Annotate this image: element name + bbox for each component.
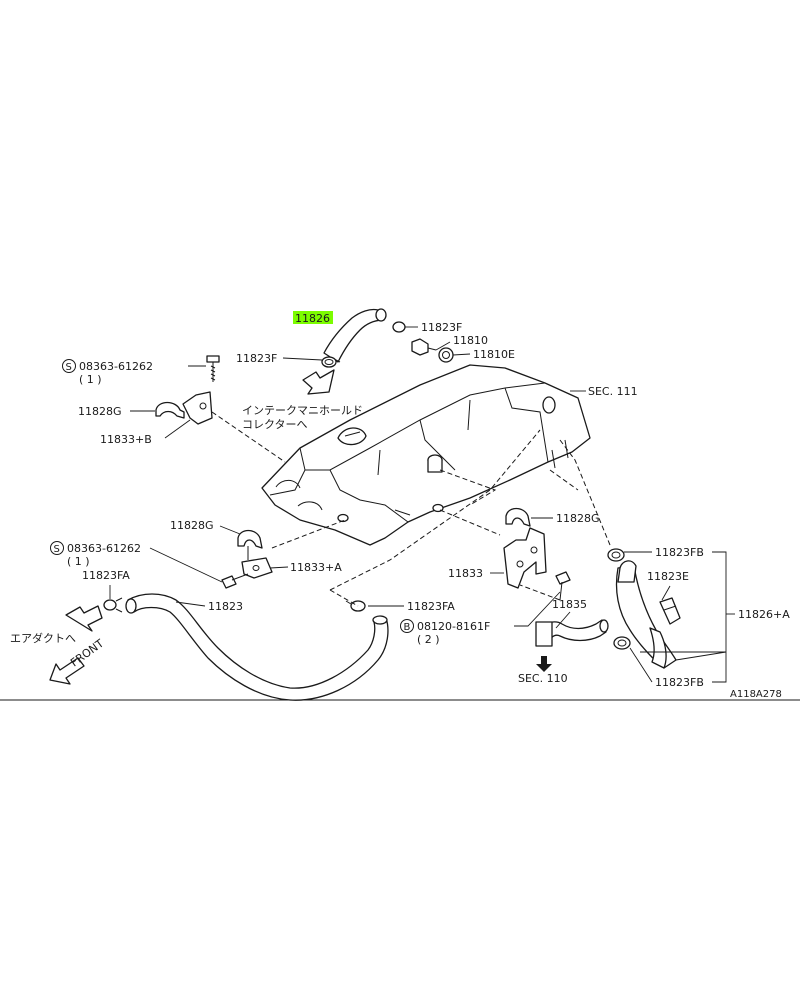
label-11823FB-bottom[interactable]: 11823FB — [655, 676, 704, 689]
label-11835[interactable]: 11835 — [552, 598, 587, 611]
clamp-11823FA-left — [103, 597, 123, 613]
bolt-symbol-s-mid — [50, 541, 64, 555]
clamp-11823FB-top — [607, 548, 625, 562]
label-11823F-top[interactable]: 11823F — [421, 321, 462, 334]
label-11823FA-mid[interactable]: 11823FA — [407, 600, 455, 613]
bolt-symbol-s-top — [62, 359, 76, 373]
label-sec110[interactable]: SEC. 110 — [518, 672, 568, 685]
clamp-11828G-right — [505, 507, 531, 527]
label-11810E[interactable]: 11810E — [473, 348, 515, 361]
clamp-11823F-top — [392, 321, 406, 333]
label-11823[interactable]: 11823 — [208, 600, 243, 613]
label-air-duct: エアダクトへ — [10, 631, 76, 645]
hose-11823E — [659, 597, 681, 625]
label-11826A[interactable]: 11826+A — [738, 608, 790, 621]
label-11823FB-top[interactable]: 11823FB — [655, 546, 704, 559]
arrow-air-duct — [65, 605, 103, 632]
leader-lines — [109, 326, 735, 683]
label-11828G-top[interactable]: 11828G — [78, 405, 122, 418]
clamp-11823FB-bottom — [613, 636, 631, 650]
clamp-11828G-top — [155, 401, 185, 419]
label-11828G-mid[interactable]: 11828G — [170, 519, 214, 532]
diagram-code: A118A278 — [730, 689, 782, 700]
routing-lines — [211, 411, 611, 607]
label-11833A[interactable]: 11833+A — [290, 561, 342, 574]
label-bolt-mid-qty: ( 1 ) — [67, 555, 90, 568]
label-11823FA-left[interactable]: 11823FA — [82, 569, 130, 582]
arrow-front — [49, 657, 85, 685]
arrow-intake-collector — [302, 369, 335, 395]
highlight-11826 — [293, 311, 333, 324]
bracket-11833 — [503, 527, 547, 589]
rocker-cover — [261, 364, 591, 546]
bolt-08120 — [555, 571, 571, 601]
symbol-b: B — [404, 622, 411, 633]
label-11828G-right[interactable]: 11828G — [556, 512, 600, 525]
label-bolt-top-qty: ( 1 ) — [79, 373, 102, 386]
clamp-11828G-mid — [237, 529, 263, 560]
valve-11810 — [411, 338, 437, 356]
label-sec111[interactable]: SEC. 111 — [588, 385, 638, 398]
bracket-11833A — [241, 557, 273, 579]
symbol-s-top: S — [66, 362, 72, 373]
arrow-sec110 — [536, 656, 552, 672]
label-11810[interactable]: 11810 — [453, 334, 488, 347]
bolt-symbol-b — [400, 619, 414, 633]
clamp-11823F-left — [321, 356, 337, 368]
label-11826[interactable]: 11826 — [295, 312, 330, 325]
label-bolt-mid-code[interactable]: 08363-61262 — [67, 542, 141, 555]
grommet-11810E — [438, 347, 454, 363]
bolt-08363-mid — [221, 573, 249, 589]
label-11823E[interactable]: 11823E — [647, 570, 689, 583]
label-bolt-b-qty: ( 2 ) — [417, 633, 440, 646]
symbol-s-mid: S — [54, 544, 60, 555]
clamp-11823FA-mid — [345, 600, 366, 612]
label-11833B[interactable]: 11833+B — [100, 433, 152, 446]
label-bolt-top-code[interactable]: 08363-61262 — [79, 360, 153, 373]
bolt-08363-top — [206, 355, 220, 382]
label-intake-collector-1: インテークマニホールド — [242, 404, 363, 417]
hose-11835 — [535, 619, 609, 647]
bracket-11833B — [182, 391, 213, 425]
label-bolt-b-code[interactable]: 08120-8161F — [417, 620, 490, 633]
label-11823F-left[interactable]: 11823F — [236, 352, 277, 365]
hose-11826 — [323, 308, 387, 363]
hose-11823 — [125, 593, 389, 701]
label-intake-collector-2: コレクターへ — [242, 418, 308, 431]
label-11833[interactable]: 11833 — [448, 567, 483, 580]
